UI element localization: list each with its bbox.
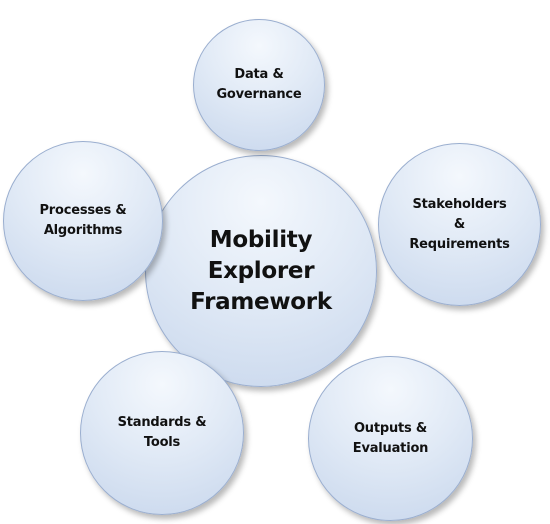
circle-label-processes-algorithms: Processes & Algorithms <box>39 203 127 238</box>
center-circle-label: Mobility Explorer Framework <box>190 226 332 315</box>
circle-data-governance: Data & Governance <box>193 19 325 151</box>
center-circle-mobility-explorer-framework: Mobility Explorer Framework <box>145 155 377 387</box>
circle-label-data-governance: Data & Governance <box>216 67 302 102</box>
circle-stakeholders-requirements: Stakeholders & Requirements <box>378 143 541 306</box>
circle-standards-tools: Standards & Tools <box>80 351 244 515</box>
circle-label-standards-tools: Standards & Tools <box>117 415 207 450</box>
circle-label-outputs-evaluation: Outputs & Evaluation <box>352 420 429 456</box>
circle-processes-algorithms: Processes & Algorithms <box>3 141 163 301</box>
circle-label-stakeholders-requirements: Stakeholders & Requirements <box>409 196 510 252</box>
circle-outputs-evaluation: Outputs & Evaluation <box>308 356 473 521</box>
